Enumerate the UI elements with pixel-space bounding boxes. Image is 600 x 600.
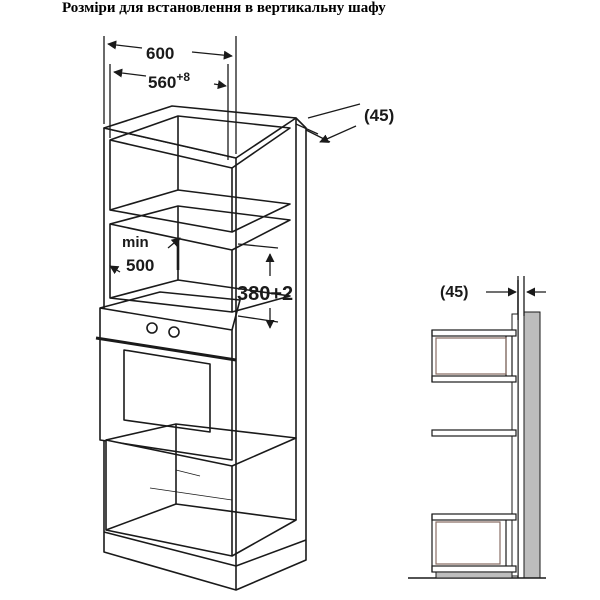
- side-gap-dimension: [486, 276, 546, 320]
- niche-width-label: 560+8: [148, 70, 190, 92]
- oven-top-edge: [99, 291, 241, 331]
- width-600-dimension: [103, 36, 237, 154]
- niche-height-label: 380+2: [237, 283, 293, 305]
- niche-width-tolerance: +8: [176, 70, 190, 84]
- plinth: [435, 571, 513, 579]
- depth-gap-label: (45): [364, 106, 394, 125]
- oven-window: [123, 349, 211, 433]
- min-depth-dimension: [109, 237, 181, 275]
- niche-height-dimension: [237, 243, 279, 329]
- wall: [523, 311, 541, 579]
- oven-handle: [95, 336, 237, 362]
- section-lower-appliance: [435, 521, 501, 565]
- diagram-title: Розміри для встановлення в вертикальну ш…: [62, 0, 386, 16]
- oven-knob-left: [146, 322, 158, 334]
- oven-knob-right: [168, 326, 180, 338]
- cabinet-back-panel: [511, 313, 519, 577]
- cabinet-plinth: [103, 531, 307, 567]
- min-label: min: [122, 234, 149, 251]
- width-600-label: 600: [146, 44, 174, 63]
- section-shelf-3: [431, 429, 517, 437]
- side-section-view: [408, 276, 546, 579]
- side-gap-label: (45): [440, 284, 468, 301]
- depth-gap-dimension: [295, 103, 361, 143]
- section-shelf-1: [431, 329, 517, 337]
- section-shelf-2: [431, 375, 517, 383]
- tall-cabinet: [95, 105, 307, 591]
- min-depth-label: 500: [126, 256, 154, 275]
- section-shelf-5: [431, 565, 517, 573]
- section-shelf-4: [431, 513, 517, 521]
- section-microwave: [435, 337, 507, 375]
- niche-width-dimension: [109, 64, 229, 160]
